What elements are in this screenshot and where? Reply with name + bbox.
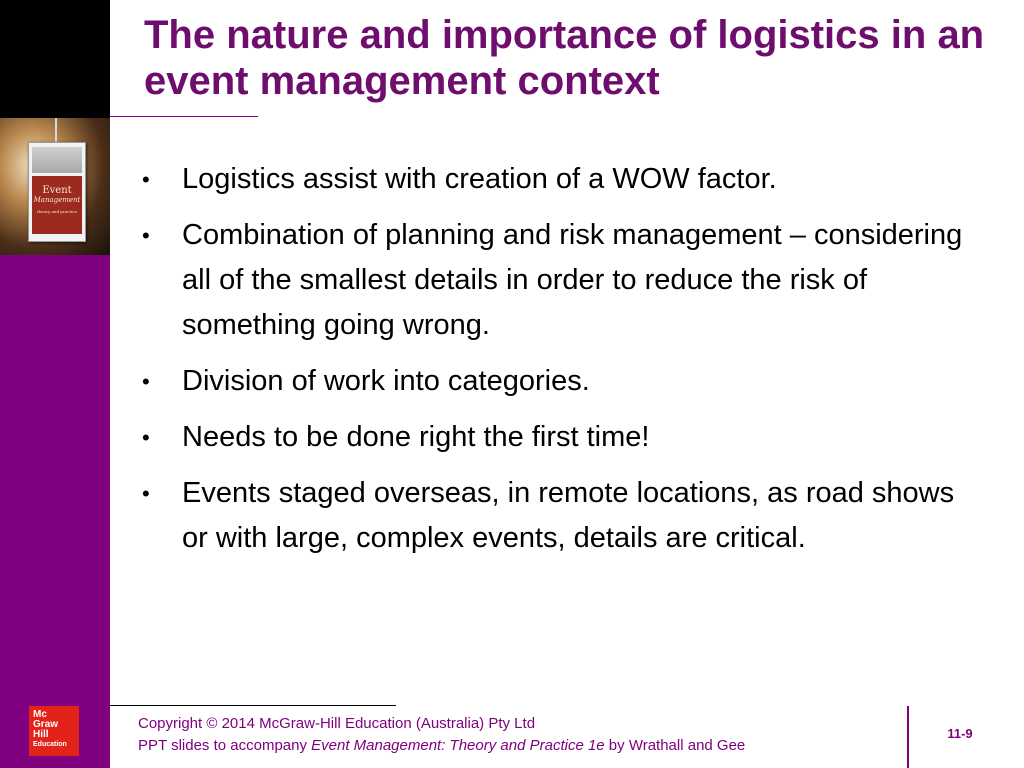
footer-divider — [907, 706, 909, 768]
logo-line4: Education — [33, 741, 67, 748]
footer-copyright: Copyright © 2014 McGraw-Hill Education (… — [138, 713, 898, 757]
bullet-item: • Division of work into categories. — [140, 359, 970, 404]
bullet-text: Logistics assist with creation of a WOW … — [182, 163, 777, 195]
bullet-icon: • — [142, 167, 150, 192]
logo-line1: Mc — [33, 709, 47, 720]
book-cover-line2: Management — [33, 196, 81, 204]
badge: Event Management theory and practice — [28, 142, 86, 242]
mcgraw-hill-logo: Mc Graw Hill Education — [29, 706, 79, 756]
book-title: Event Management: Theory and Practice 1e — [311, 737, 605, 754]
bullet-text: Division of work into categories. — [182, 365, 590, 397]
left-band-black — [0, 0, 110, 118]
logo-line3: Hill — [33, 729, 49, 740]
book-cover-image: Event Management theory and practice — [0, 118, 110, 255]
slide-title: The nature and importance of logistics i… — [144, 13, 985, 103]
bullet-item: • Combination of planning and risk manage… — [140, 213, 970, 348]
left-band-purple: Mc Graw Hill Education — [0, 255, 110, 768]
bullet-item: • Logistics assist with creation of a WOW… — [140, 157, 970, 202]
title-underline — [110, 116, 258, 117]
bullet-item: • Needs to be done right the first time! — [140, 415, 970, 460]
bullet-list: • Logistics assist with creation of a WOW… — [140, 157, 970, 572]
bullet-icon: • — [142, 223, 150, 248]
copyright-line: Copyright © 2014 McGraw-Hill Education (… — [138, 715, 536, 732]
footer-rule — [110, 705, 396, 706]
bullet-icon: • — [142, 481, 150, 506]
authors: by Wrathall and Gee — [604, 737, 746, 754]
bullet-icon: • — [142, 425, 150, 450]
book-cover-line1: Event — [42, 185, 72, 196]
logo-line2: Graw — [33, 719, 59, 730]
lanyard — [55, 118, 57, 146]
page-number: 11-9 — [947, 726, 973, 741]
bullet-text: Combination of planning and risk managem… — [182, 219, 963, 341]
bullet-text: Events staged overseas, in remote locati… — [182, 477, 955, 554]
book-cover: Event Management theory and practice — [32, 176, 82, 234]
accompany-prefix: PPT slides to accompany — [138, 737, 312, 754]
bullet-text: Needs to be done right the first time! — [182, 421, 650, 453]
bullet-item: • Events staged overseas, in remote locat… — [140, 471, 970, 561]
accompany-line: PPT slides to accompany Event Management… — [138, 735, 898, 757]
bullet-icon: • — [142, 369, 150, 394]
book-cover-line3: theory and practice — [37, 209, 77, 214]
